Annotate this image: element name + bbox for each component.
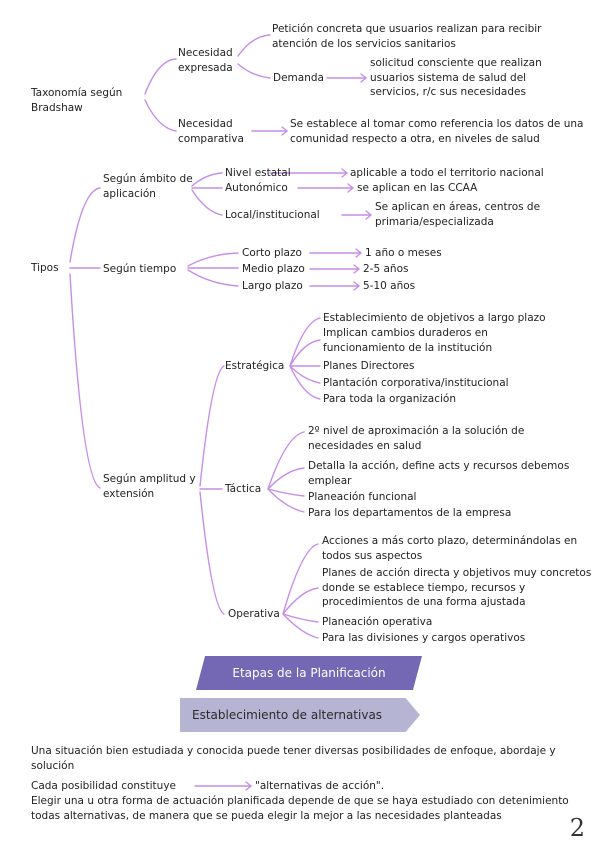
tiempo-item-text: 5-10 años (363, 280, 416, 292)
amplitud-label: Según amplitud y extensión (103, 473, 196, 500)
necesidad-expresada-label: Necesidad expresada (178, 47, 233, 74)
operativa-item: Planes de acción directa y objetivos muy… (322, 567, 592, 608)
ambito-item-label: Nivel estatal (225, 167, 291, 179)
body-paragraph-1: Una situación bien estudiada y conocida … (31, 745, 556, 772)
operativa-label: Operativa (228, 608, 280, 620)
operativa-item: Acciones a más corto plazo, determinándo… (322, 535, 578, 562)
tiempo-item-text: 2-5 años (363, 263, 409, 275)
page-number: 2 (569, 814, 585, 842)
tactica-item: Planeación funcional (308, 491, 417, 503)
ambito-item-label: Local/institucional (225, 209, 320, 221)
estrategica-item: Planes Directores (323, 360, 415, 372)
body-paragraph-2-left: Cada posibilidad constituye (31, 780, 177, 792)
estrategica-item: Implican cambios duraderos en funcionami… (323, 327, 493, 354)
body-paragraph-2-right: "alternativas de acción". (255, 780, 385, 792)
operativa-item: Planeación operativa (322, 616, 433, 628)
ambito-item-label: Autonómico (225, 182, 288, 194)
tiempo-item-text: 1 año o meses (365, 247, 442, 259)
operativa-item: Para las divisiones y cargos operativos (322, 632, 526, 644)
ambito-item-text: se aplican en las CCAA (357, 182, 478, 194)
tiempo-item-label: Medio plazo (242, 263, 305, 275)
demanda-text: solicitud consciente que realizan usuari… (370, 57, 542, 98)
tipos-root: Tipos (31, 262, 59, 274)
tactica-item: Para los departamentos de la empresa (308, 507, 512, 519)
necesidad-comparativa-label: Necesidad comparativa (178, 118, 244, 145)
body-paragraph-3: Elegir una u otra forma de actuación pla… (31, 795, 569, 822)
tactica-label: Táctica (225, 483, 262, 495)
estrategica-label: Estratégica (225, 360, 285, 372)
tactica-item: Detalla la acción, define acts y recurso… (308, 460, 570, 487)
tactica-item: 2º nivel de aproximación a la solución d… (308, 425, 525, 452)
tiempo-item-label: Corto plazo (242, 247, 302, 259)
estrategica-item: Plantación corporativa/institucional (323, 377, 509, 389)
demanda-label: Demanda (273, 72, 324, 84)
ambito-label: Según ámbito de aplicación (103, 173, 193, 200)
estrategica-item: Establecimiento de objetivos a largo pla… (323, 312, 546, 324)
ambito-item-text: Se aplican en áreas, centros de primaria… (375, 201, 541, 228)
tiempo-item-label: Largo plazo (242, 280, 303, 292)
bradshaw-root: Taxonomía según Bradshaw (31, 87, 123, 114)
ambito-item-text: aplicable a todo el territorio nacional (350, 167, 544, 179)
alternativas-banner: Establecimiento de alternativas (180, 698, 420, 732)
etapas-banner: Etapas de la Planificación (196, 656, 422, 690)
comparativa-text: Se establece al tomar como referencia lo… (290, 118, 584, 145)
estrategica-item: Para toda la organización (323, 393, 456, 405)
tiempo-label: Según tiempo (103, 263, 177, 275)
peticion-text: Petición concreta que usuarios realizan … (272, 23, 542, 50)
